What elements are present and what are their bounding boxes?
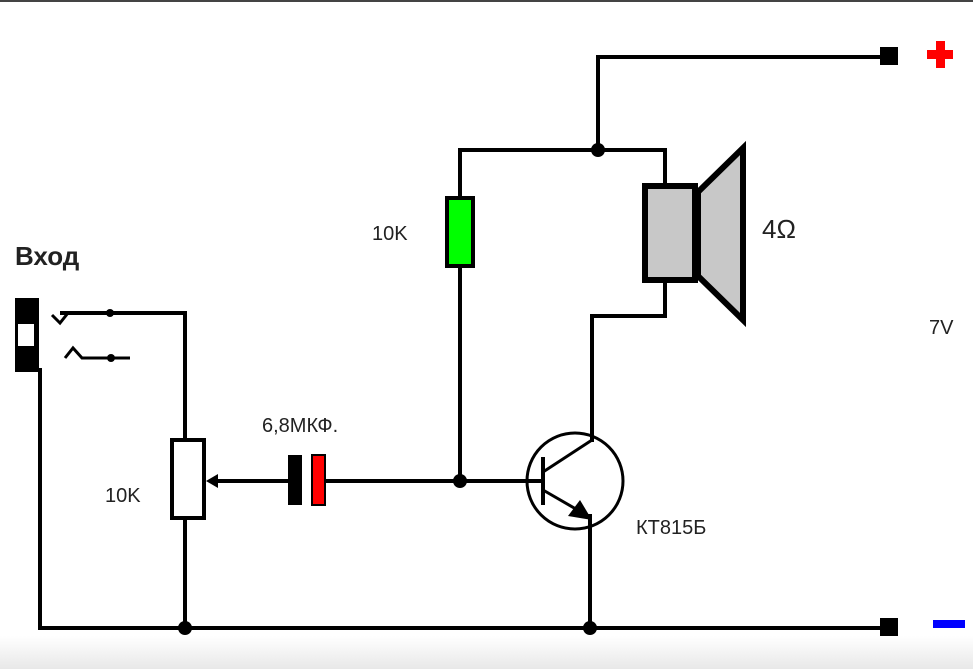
transistor-label: КТ815Б (636, 517, 706, 539)
minus-icon (933, 620, 965, 628)
speaker-impedance-label: 4Ω (762, 214, 796, 244)
supply-voltage-label: 7V (929, 317, 954, 339)
transistor (525, 410, 625, 531)
input-label: Вход (15, 241, 80, 271)
junction-dot (178, 621, 192, 635)
potentiometer (170, 438, 230, 520)
resistor (445, 196, 475, 268)
negative-terminal (880, 618, 898, 636)
input-jack (15, 298, 130, 372)
junctions (178, 143, 605, 635)
speaker (642, 140, 746, 328)
top-border (0, 0, 973, 2)
wires (38, 55, 892, 630)
junction-dot (591, 143, 605, 157)
positive-terminal (880, 47, 898, 65)
potentiometer-label: 10K (105, 485, 141, 507)
bottom-shade (0, 636, 973, 669)
resistor-label: 10K (372, 223, 408, 245)
junction-dot (583, 621, 597, 635)
wire-speaker-bottom (590, 278, 667, 442)
capacitor (288, 454, 326, 506)
plus-icon (927, 41, 953, 68)
wire-jack-tip (60, 311, 187, 442)
capacitor-label: 6,8МКФ. (262, 415, 338, 437)
junction-dot (453, 474, 467, 488)
